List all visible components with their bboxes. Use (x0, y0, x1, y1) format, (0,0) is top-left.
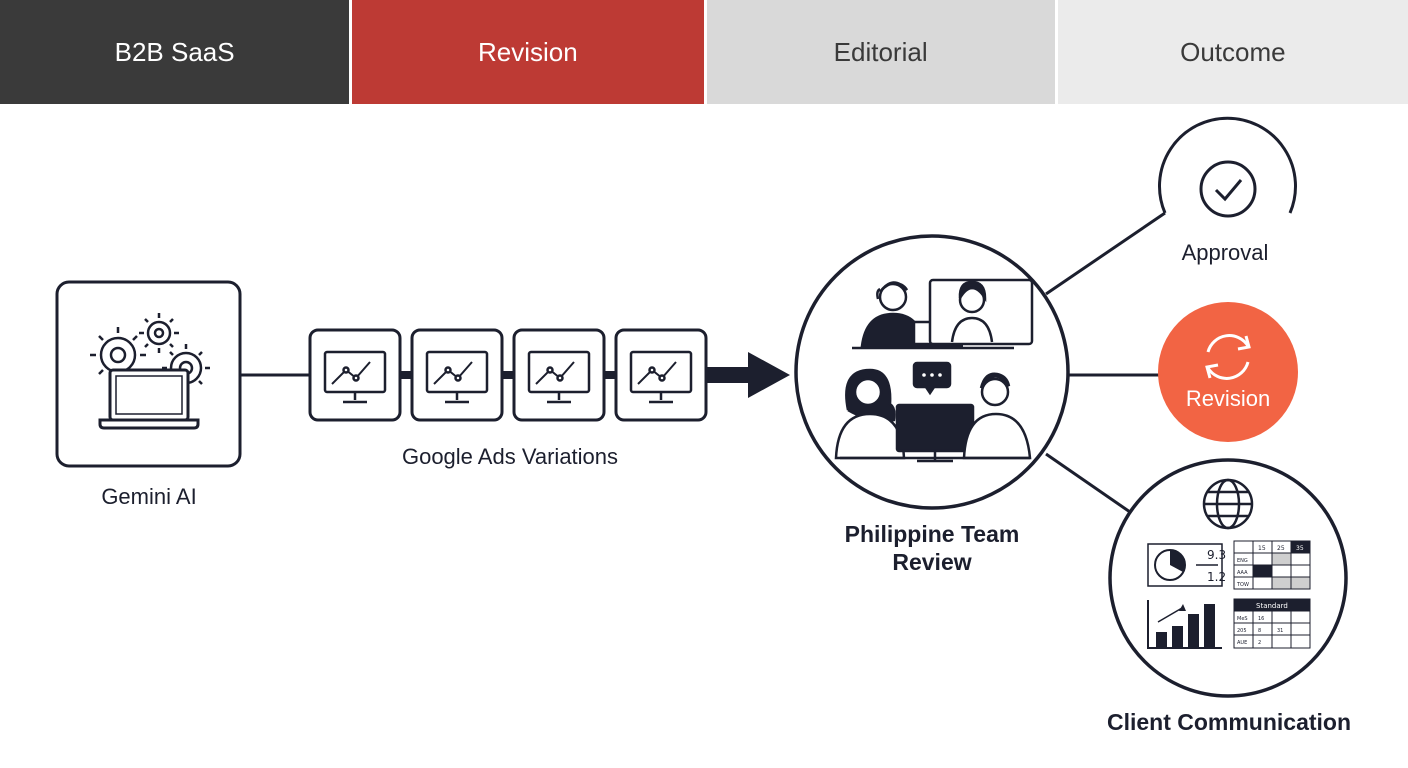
grid1-row: ENG (1237, 558, 1248, 564)
globe-icon (1202, 478, 1254, 530)
grid1-header: 15 (1258, 545, 1266, 552)
standard-table-header: Standard (1256, 602, 1288, 610)
monitor-chart-icon (425, 350, 489, 404)
grid2-cell: 16 (1258, 616, 1264, 622)
gemini-ai-label: Gemini AI (101, 484, 197, 509)
approval-label: Approval (1181, 240, 1269, 265)
client-communication-label: Client Communication (1106, 709, 1352, 735)
standard-table-icon (1233, 598, 1311, 649)
approval-node (1158, 116, 1297, 218)
pie-chart-icon (1147, 543, 1223, 587)
client-communication-node: 9.3 1.2 15 25 35 ENG AAA TOW Standard Me… (1108, 458, 1348, 698)
header-tabs: B2B SaaS Revision Editorial Outcome (0, 0, 1408, 104)
variations-label: Google Ads Variations (401, 444, 619, 469)
refresh-icon (1205, 334, 1251, 380)
metric-bottom: 1.2 (1207, 570, 1226, 584)
tab-b2b-saas[interactable]: B2B SaaS (0, 0, 350, 104)
grid1-header: 25 (1277, 545, 1285, 552)
laptop-icon (98, 368, 200, 430)
connector-review-to-approval (1045, 211, 1166, 296)
ad-variations (308, 328, 708, 422)
check-circle-icon (1199, 160, 1257, 218)
review-label-line2: Review (892, 549, 972, 575)
review-label: Philippine Team Review (845, 520, 1020, 576)
connectors (241, 211, 1166, 514)
monitor-chart-icon (629, 350, 693, 404)
metric-top: 9.3 (1207, 548, 1226, 562)
tab-label: B2B SaaS (114, 36, 235, 67)
tab-editorial[interactable]: Editorial (706, 0, 1055, 104)
grid1-row: AAA (1237, 570, 1248, 576)
arrow-to-review (706, 352, 790, 398)
tab-outcome[interactable]: Outcome (1057, 0, 1408, 104)
tab-label: Outcome (1180, 36, 1286, 67)
ad-variation-card (512, 328, 606, 422)
grid2-cell: 2 (1258, 640, 1261, 646)
review-node (794, 234, 1070, 510)
connector-review-to-client (1045, 452, 1131, 514)
grid2-cell: 8 (1258, 628, 1261, 634)
tab-revision[interactable]: Revision (352, 0, 704, 104)
grid2-cell: MeS (1237, 616, 1248, 622)
grid2-cell: AUE (1237, 640, 1247, 646)
grid2-cell: 205 (1237, 628, 1247, 634)
ad-variation-card (308, 328, 402, 422)
data-grid-icon (1233, 540, 1311, 590)
grid1-row: TOW (1236, 582, 1249, 588)
monitor-chart-icon (323, 350, 387, 404)
ad-variation-card (410, 328, 504, 422)
ad-variation-card (614, 328, 708, 422)
bar-chart-icon (1147, 600, 1222, 649)
tab-label: Revision (478, 36, 578, 67)
team-people-icon (834, 278, 1034, 463)
gemini-ai-node (55, 280, 242, 468)
monitor-chart-icon (527, 350, 591, 404)
grid1-header: 35 (1296, 545, 1304, 552)
revision-label: Revision (1185, 386, 1271, 411)
review-label-line1: Philippine Team (844, 521, 1020, 547)
tab-label: Editorial (833, 36, 928, 67)
revision-node (1158, 302, 1298, 442)
grid2-cell: 31 (1277, 628, 1283, 634)
